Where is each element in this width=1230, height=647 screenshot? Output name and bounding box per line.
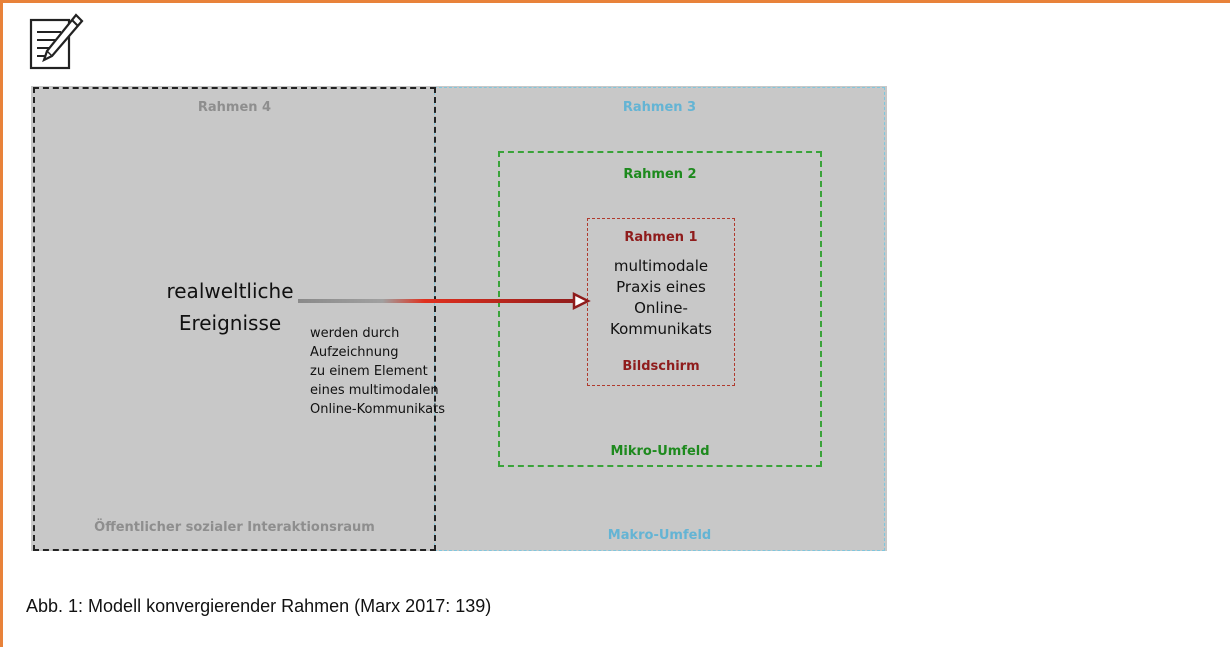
figure-caption: Abb. 1: Modell konvergierender Rahmen (M… (26, 596, 492, 616)
rahmen-4-title: Rahmen 4 (197, 100, 272, 115)
accent-border-left (0, 0, 3, 647)
arrow-description-line: eines multimodalen (310, 383, 439, 398)
rahmen-1-line: multimodale (613, 257, 709, 275)
rahmen-4-bottom-label: Öffentlicher sozialer Interaktionsraum (94, 520, 375, 535)
rahmen-1-bottom-label: Bildschirm (622, 359, 700, 374)
diagram-background (31, 86, 887, 551)
rahmen-1-title: Rahmen 1 (624, 230, 698, 245)
events-line: Ereignisse (178, 311, 282, 335)
rahmen-3-title: Rahmen 3 (622, 100, 697, 115)
rahmen-1-line: Online- (634, 299, 688, 317)
rahmen-2-title: Rahmen 2 (623, 167, 697, 182)
rahmen-4-frame (33, 87, 436, 551)
arrow-description-line: Aufzeichnung (310, 345, 399, 360)
arrow-description-line: zu einem Element (310, 364, 428, 379)
process-arrow (298, 291, 591, 311)
events-label: realweltliche Ereignisse (145, 275, 315, 339)
rahmen-1-content: multimodale Praxis eines Online- Kommuni… (587, 256, 735, 340)
arrow-description-line: Online-Kommunikats (310, 402, 446, 417)
arrow-description: werden durch Aufzeichnung zu einem Eleme… (310, 324, 445, 419)
accent-border-top (0, 0, 1230, 3)
note-pencil-icon (29, 13, 84, 70)
rahmen-2-frame (498, 151, 822, 467)
events-line: realweltliche (166, 279, 294, 303)
rahmen-3-bottom-label: Makro-Umfeld (607, 528, 712, 543)
rahmen-1-line: Kommunikats (610, 320, 712, 338)
rahmen-1-line: Praxis eines (616, 278, 706, 296)
rahmen-2-bottom-label: Mikro-Umfeld (610, 444, 710, 459)
arrow-description-line: werden durch (310, 326, 400, 341)
